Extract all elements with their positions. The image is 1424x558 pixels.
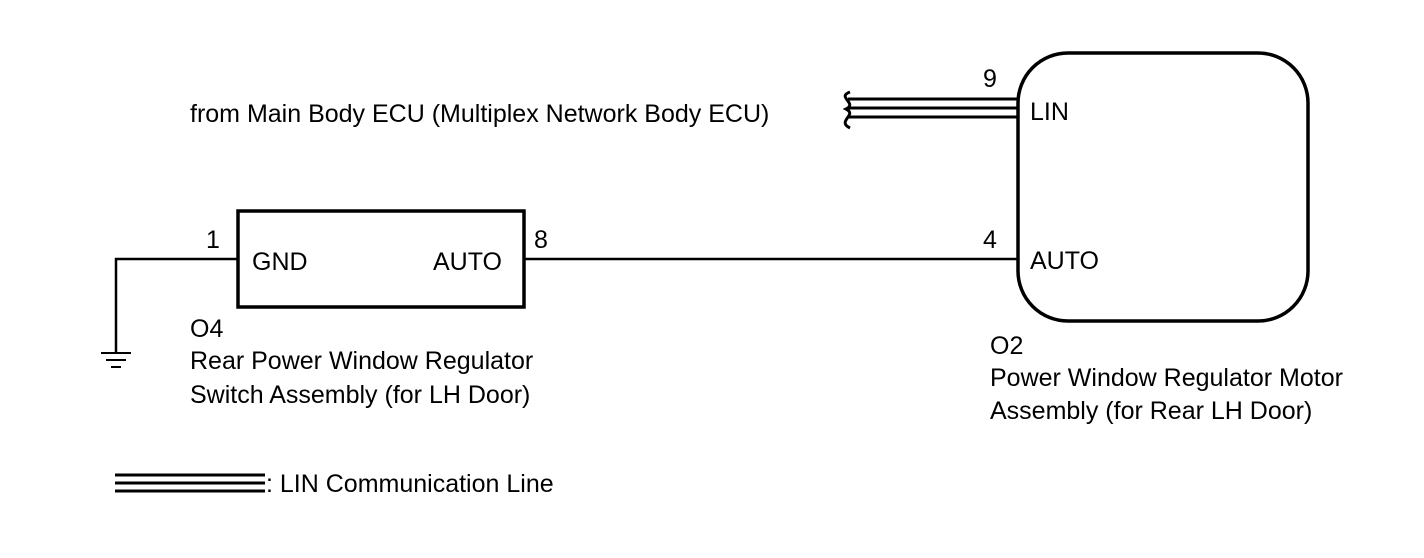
motor-pin-lin-number: 9 [983,65,997,93]
ground-wire [114,257,238,352]
switch-pin-gnd-number: 1 [206,226,220,254]
motor-assembly-box [1016,51,1310,323]
switch-assembly-code: O4 [190,315,223,343]
source-label: from Main Body ECU (Multiplex Network Bo… [190,100,769,128]
lin-communication-line [848,97,1018,119]
switch-pin-auto-number: 8 [534,226,548,254]
switch-pin-auto-label: AUTO [433,248,502,276]
motor-assembly-name-line1: Power Window Regulator Motor [990,364,1343,392]
motor-pin-auto-label: AUTO [1030,247,1099,275]
switch-assembly-name-line2: Switch Assembly (for LH Door) [190,381,530,409]
legend-lin-line-symbol [115,473,265,493]
source-break-symbol [842,90,852,130]
motor-pin-auto-number: 4 [983,226,997,254]
switch-assembly-name-line1: Rear Power Window Regulator [190,347,533,375]
motor-pin-lin-label: LIN [1030,98,1069,126]
ground-icon [101,352,131,368]
switch-pin-gnd-label: GND [252,248,308,276]
motor-assembly-code: O2 [990,332,1023,360]
legend-label: : LIN Communication Line [266,470,554,498]
motor-assembly-name-line2: Assembly (for Rear LH Door) [990,397,1312,425]
